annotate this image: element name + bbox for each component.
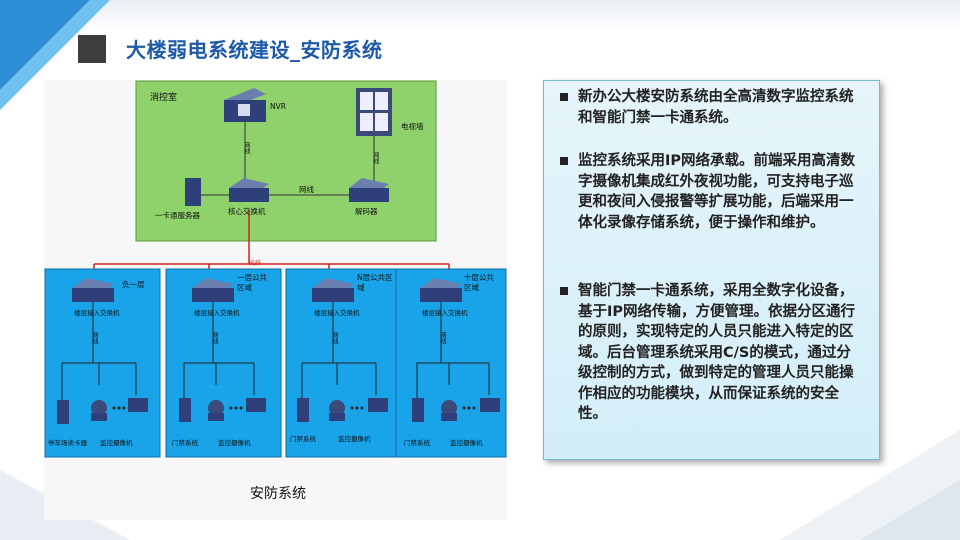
tv-wall-label: 电视墙 — [401, 122, 424, 131]
zone-2-name: 一层公共区域 — [237, 273, 267, 292]
card-server-label: 一卡通服务器 — [155, 211, 200, 220]
title-square-marker — [78, 35, 106, 63]
nvr-device — [224, 88, 266, 122]
zone-1-switch-label: 楼层接入交换机 — [74, 309, 120, 317]
zone-4-cable-label: 网线 — [439, 332, 446, 344]
bullet-item-3: 智能门禁一卡通系统，采用全数字化设备，基于IP网络传输，方便管理。依据分区通行的… — [560, 281, 860, 425]
description-panel: 新办公大楼安防系统由全高清数字监控系统和智能门禁一卡通系统。 监控系统采用IP网… — [543, 80, 880, 460]
page-title: 大楼弱电系统建设_安防系统 — [126, 38, 383, 62]
diagram-caption: 安防系统 — [250, 486, 306, 502]
zone-4-device-1-label: 门禁系统 — [404, 439, 430, 447]
zone-3-device-1-label: 门禁系统 — [290, 435, 316, 443]
zone-2-cable-label: 网线 — [211, 332, 218, 344]
zone-endpoint-devices — [57, 398, 500, 424]
bullet-text-3: 智能门禁一卡通系统，采用全数字化设备，基于IP网络传输，方便管理。依据分区通行的… — [578, 283, 856, 422]
net-cable-label-1: 网线 — [243, 142, 250, 154]
zone-3-cable-label: 网线 — [331, 332, 338, 344]
decoder-label: 解码器 — [355, 207, 378, 216]
nvr-label: NVR — [270, 102, 286, 111]
core-switch-label: 核心交换机 — [228, 207, 266, 216]
bullet-text-1: 新办公大楼安防系统由全高清数字监控系统和智能门禁一卡通系统。 — [578, 89, 854, 126]
zone-1-name: 负一层 — [122, 280, 145, 289]
zone-4-switch — [420, 278, 462, 302]
zone-4-name: 十层公共区域 — [464, 273, 494, 292]
zone-2-device-1-label: 门禁系统 — [172, 439, 198, 447]
zone-2-device-2-label: 监控摄像机 — [218, 439, 251, 447]
bullet-item-1: 新办公大楼安防系统由全高清数字监控系统和智能门禁一卡通系统。 — [560, 87, 860, 128]
net-cable-label-3: 网线 — [299, 185, 314, 194]
fiber-label: 光纤 — [249, 260, 262, 267]
zone-3-switch-label: 楼层接入交换机 — [314, 309, 360, 317]
security-system-diagram: 消控室 NVR 电视墙 网线 网线 网线 一卡通服务器 核心交换机 解码器 光纤… — [44, 80, 507, 520]
zone-1-device-2-label: 监控摄像机 — [100, 439, 133, 447]
bullet-text-2: 监控系统采用IP网络承载。前端采用高清数字摄像机集成红外夜视功能，可支持电子巡更… — [578, 153, 856, 231]
diagram-svg — [44, 80, 507, 458]
bullet-square-icon — [560, 93, 568, 101]
zone-3-device-2-label: 监控摄像机 — [338, 435, 371, 443]
bullet-square-icon — [560, 157, 568, 165]
net-cable-label-2: 网线 — [372, 152, 379, 164]
control-room-label: 消控室 — [150, 93, 178, 103]
core-switch-device — [229, 178, 269, 202]
zone-4-device-2-label: 监控摄像机 — [450, 439, 483, 447]
decoder-device — [349, 178, 389, 202]
zone-1-switch — [72, 278, 114, 302]
card-server-device — [185, 178, 201, 206]
zone-2-switch — [192, 278, 234, 302]
bullet-item-2: 监控系统采用IP网络承载。前端采用高清数字摄像机集成红外夜视功能，可支持电子巡更… — [560, 151, 860, 233]
bullet-square-icon — [560, 287, 568, 295]
zone-3-switch — [312, 278, 354, 302]
zone-4-switch-label: 楼层接入交换机 — [422, 309, 468, 317]
zone-3-name: N层公共区域 — [357, 273, 393, 292]
tv-wall-device — [356, 88, 392, 136]
zone-2-switch-label: 楼层接入交换机 — [194, 309, 240, 317]
zone-1-device-1-label: 停车场读卡器 — [48, 439, 87, 447]
zone-1-cable-label: 网线 — [91, 332, 98, 344]
